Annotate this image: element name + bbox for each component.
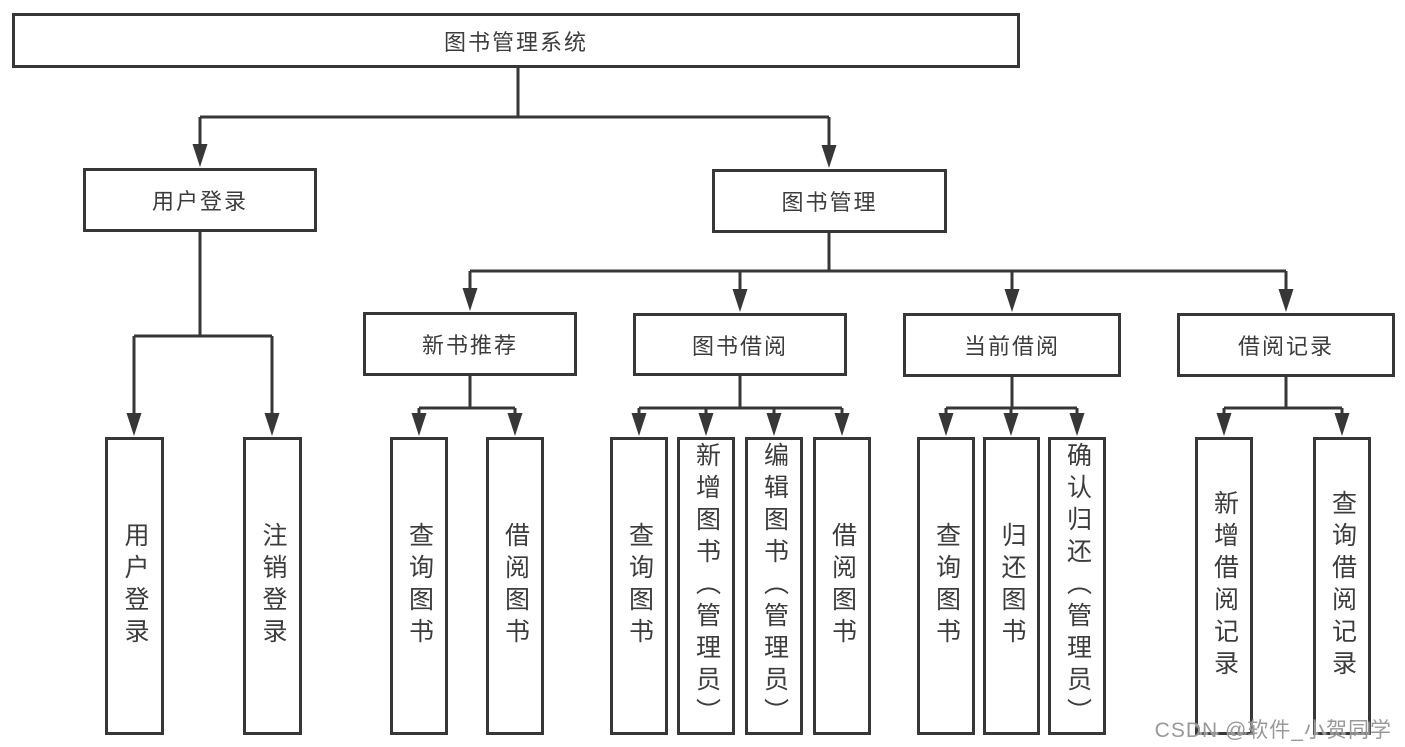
node-book-borrow: 图书借阅: [633, 313, 847, 376]
connector-root-to-level2: [192, 68, 837, 168]
node-book-management: 图书管理: [712, 169, 947, 233]
node-current-borrow: 当前借阅: [903, 313, 1121, 377]
node-label: 新书推荐: [421, 333, 518, 358]
node-label: 注销登录: [259, 522, 287, 650]
node-label: 图书管理系统: [443, 29, 588, 55]
leaf-query-borrow-record: 查询借阅记录: [1313, 437, 1371, 735]
node-label: 编辑图书（管理员）: [760, 442, 789, 730]
leaf-confirm-return-admin: 确认归还（管理员）: [1048, 437, 1106, 735]
leaf-query-book-borrow: 查询图书: [610, 437, 668, 735]
leaf-return-book: 归还图书: [983, 437, 1040, 735]
csdn-watermark: CSDN @软件_小贺同学: [1154, 719, 1392, 742]
node-label: 借阅图书: [828, 522, 857, 650]
node-label: 借阅图书: [501, 522, 530, 650]
node-label: 查询图书: [932, 522, 961, 650]
node-label: 图书管理: [781, 190, 878, 215]
node-label: 查询图书: [625, 522, 654, 650]
node-library-management-system: 图书管理系统: [12, 13, 1020, 68]
leaf-edit-book-admin: 编辑图书（管理员）: [745, 437, 803, 735]
node-borrow-record: 借阅记录: [1177, 313, 1395, 377]
connector-current-borrow-to-leaves: [938, 377, 1085, 436]
leaf-add-book-admin: 新增图书（管理员）: [677, 437, 735, 735]
leaf-add-borrow-record: 新增借阅记录: [1195, 437, 1253, 735]
node-label: 查询图书: [405, 522, 434, 650]
node-label: 用户登录: [121, 522, 149, 650]
node-label: 借阅记录: [1237, 334, 1334, 359]
leaf-borrow-book-recommend: 借阅图书: [486, 437, 544, 735]
leaf-logout: 注销登录: [243, 437, 302, 735]
node-label: 确认归还（管理员）: [1063, 442, 1092, 730]
node-label: 新增借阅记录: [1210, 490, 1239, 682]
leaf-query-book-recommend: 查询图书: [390, 437, 448, 735]
leaf-query-book-current: 查询图书: [917, 437, 975, 735]
connector-book-borrow-to-leaves: [631, 376, 850, 436]
connector-borrow-record-to-leaves: [1216, 377, 1350, 436]
connector-user-login-to-leaves: [126, 232, 280, 436]
node-label: 图书借阅: [691, 333, 788, 359]
node-label: 用户登录: [151, 189, 248, 214]
node-label: 归还图书: [998, 522, 1026, 650]
node-user-login: 用户登录: [83, 168, 317, 232]
node-label: 当前借阅: [963, 334, 1060, 359]
connector-new-book-recommend-to-leaves: [411, 376, 523, 436]
node-label: 查询借阅记录: [1328, 490, 1357, 682]
connector-book-management-to-level3: [462, 233, 1294, 312]
node-label: 新增图书（管理员）: [692, 442, 721, 730]
node-new-book-recommend: 新书推荐: [363, 312, 577, 376]
leaf-user-login: 用户登录: [105, 437, 164, 735]
leaf-borrow-book: 借阅图书: [813, 437, 871, 735]
